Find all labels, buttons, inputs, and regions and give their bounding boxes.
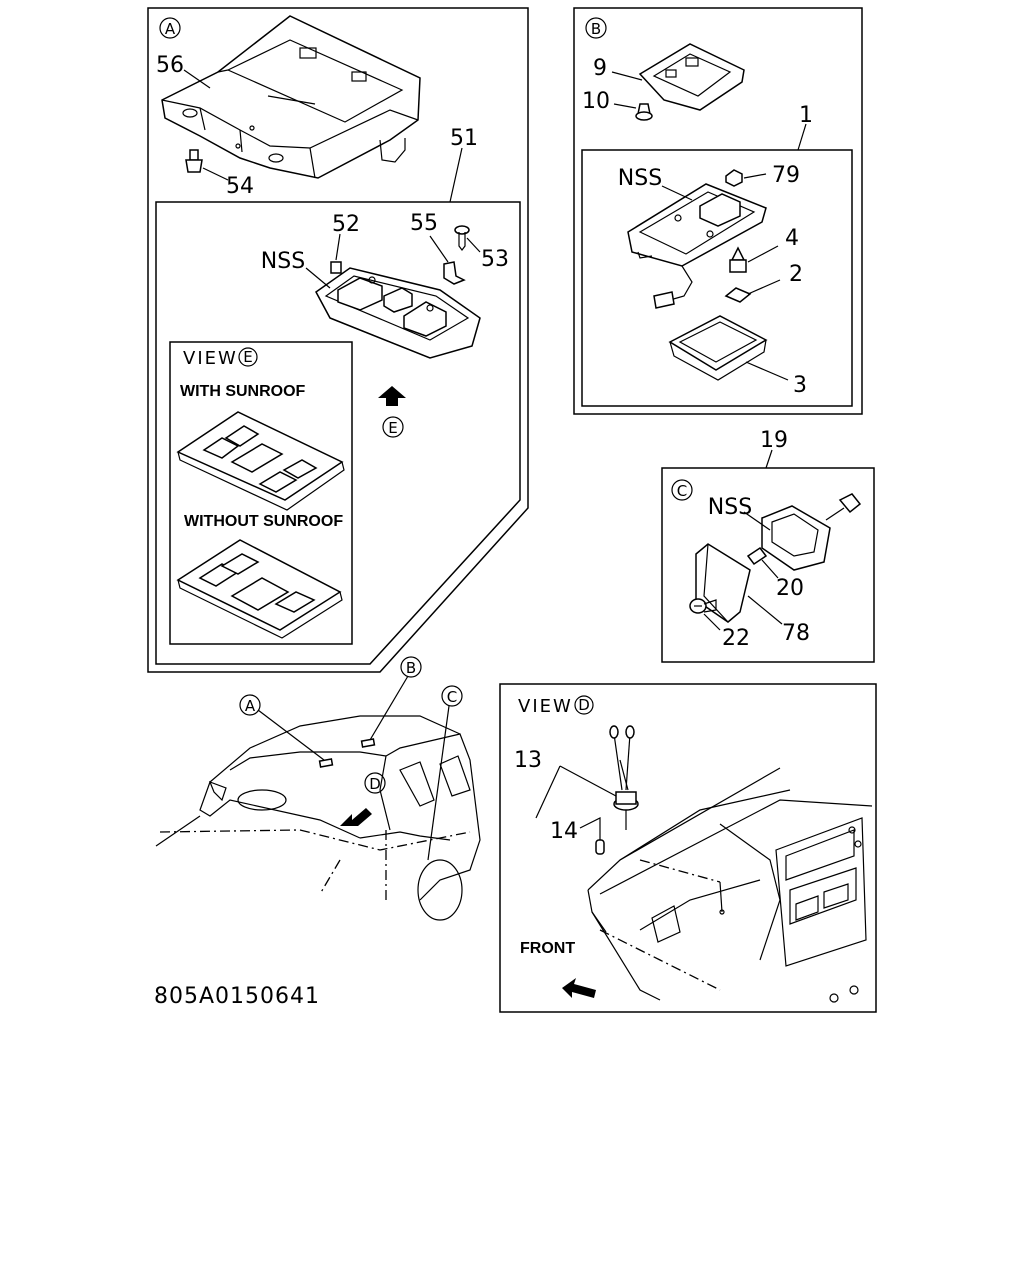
section-c: 19 C NSS 20 78 22 (661, 428, 875, 663)
nut-52 (330, 261, 342, 274)
view-e-panel (169, 341, 353, 645)
front-label: FRONT (520, 940, 575, 957)
callout-19: 19 (760, 428, 788, 453)
vehicle-marker-d: D (369, 775, 381, 793)
map-lamp-housing (627, 183, 767, 309)
console-without-sunroof (176, 539, 343, 639)
callout-56: 56 (156, 53, 184, 78)
vehicle-marker-c: C (447, 688, 457, 706)
roof-console-bracket (161, 15, 421, 179)
callout-53: 53 (481, 247, 509, 272)
vehicle-marker-b: B (406, 659, 416, 677)
section-b: B 9 10 1 (573, 7, 863, 415)
callout-3: 3 (793, 373, 807, 398)
section-b-letter: B (591, 20, 601, 38)
lens-3 (668, 315, 768, 381)
console-with-sunroof (176, 411, 345, 511)
callout-4: 4 (785, 226, 799, 251)
view-e-letter: E (243, 348, 252, 366)
callout-78: 78 (782, 621, 810, 646)
screw-53 (454, 225, 470, 251)
section-a: A 56 54 51 (147, 7, 529, 673)
nut-79 (725, 169, 743, 187)
callout-52: 52 (332, 212, 360, 237)
section-d: VIEW D (499, 683, 877, 1013)
callout-13: 13 (514, 748, 542, 773)
clip-4 (729, 246, 747, 273)
callout-22: 22 (722, 626, 750, 651)
document-code: 805A0150641 (154, 984, 320, 1009)
bulb-20 (746, 546, 768, 566)
callout-51: 51 (450, 126, 478, 151)
without-sunroof-label: WITHOUT SUNROOF (184, 513, 343, 530)
sensor-13 (609, 725, 639, 830)
callout-79: 79 (772, 163, 800, 188)
callout-2: 2 (789, 262, 803, 287)
front-arrow (562, 978, 596, 998)
view-d-title: VIEW (518, 696, 573, 717)
section-a-letter: A (165, 20, 176, 38)
view-d-letter: D (578, 696, 590, 714)
view-e-arrow-letter: E (388, 419, 397, 437)
callout-54: 54 (226, 174, 254, 199)
screw-22 (689, 598, 717, 614)
clip-54 (185, 149, 203, 173)
vehicle-marker-a: A (245, 697, 256, 715)
callout-nss-a: NSS (261, 249, 305, 274)
clip-10 (635, 103, 653, 121)
with-sunroof-label: WITH SUNROOF (180, 383, 306, 400)
view-e-arrow (378, 386, 406, 406)
dashboard (587, 767, 873, 1003)
callout-1: 1 (799, 103, 813, 128)
part-14 (595, 839, 605, 855)
view-e-title: VIEW (183, 348, 238, 369)
callout-10: 10 (582, 89, 610, 114)
callout-9: 9 (593, 56, 607, 81)
bulb-2 (724, 287, 752, 303)
callout-nss-b: NSS (618, 166, 662, 191)
callout-14: 14 (550, 819, 578, 844)
callout-20: 20 (776, 576, 804, 601)
section-c-letter: C (677, 482, 687, 500)
vehicle-locator: A B C D (155, 656, 481, 921)
bracket-9 (638, 43, 745, 111)
callout-55: 55 (410, 211, 438, 236)
clip-55 (443, 261, 466, 285)
roof-console (315, 267, 481, 359)
callout-nss-c: NSS (708, 495, 752, 520)
courtesy-lamp (761, 493, 862, 571)
